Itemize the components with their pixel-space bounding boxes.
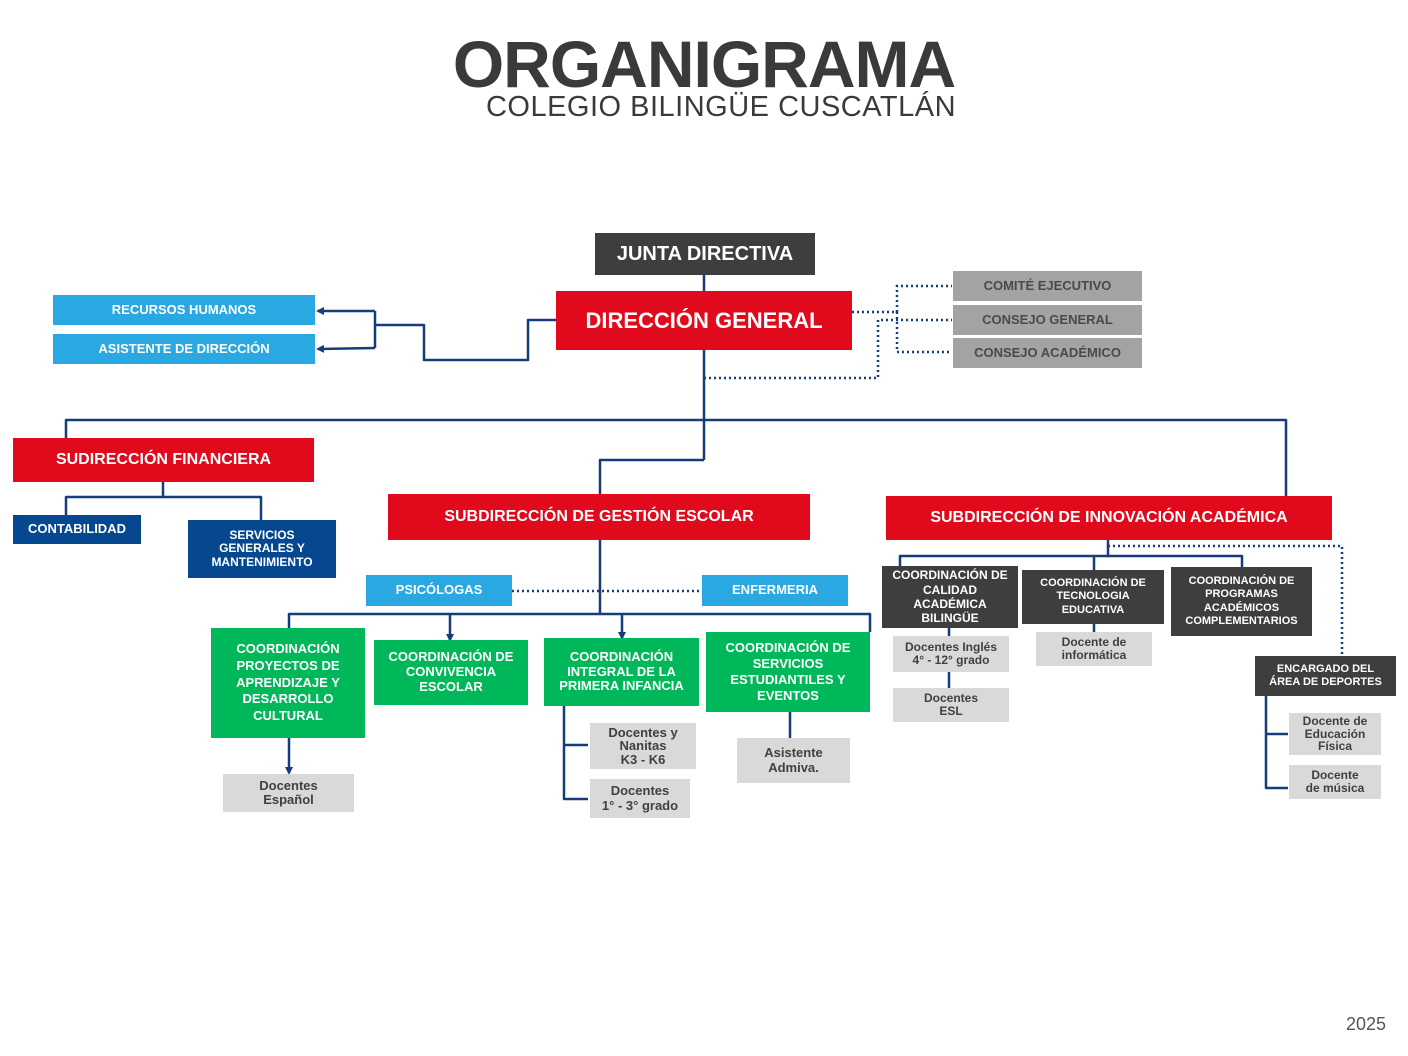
coordinacion-programas-box: COORDINACIÓN DE PROGRAMAS ACADÉMICOS COM… — [1171, 567, 1312, 636]
docentes-grado-box: Docentes 1° - 3° grado — [590, 779, 690, 818]
docente-musica-box: Docente de música — [1289, 765, 1381, 799]
comite-ejecutivo-box: COMITÉ EJECUTIVO — [953, 271, 1142, 301]
coordinacion-tecnologia-box: COORDINACIÓN DE TECNOLOGIA EDUCATIVA — [1022, 570, 1164, 624]
coordinacion-calidad-box: COORDINACIÓN DE CALIDAD ACADÉMICA BILING… — [882, 566, 1018, 628]
coordinacion-convivencia-box: COORDINACIÓN DE CONVIVENCIA ESCOLAR — [374, 640, 528, 705]
consejo-academico-box: CONSEJO ACADÉMICO — [953, 338, 1142, 368]
page-title: ORGANIGRAMA — [452, 27, 956, 101]
coordinacion-servicios-estudiantiles-box: COORDINACIÓN DE SERVICIOS ESTUDIANTILES … — [706, 632, 870, 712]
year-label: 2025 — [1345, 1014, 1386, 1034]
subdireccion-gestion-escolar-box: SUBDIRECCIÓN DE GESTIÓN ESCOLAR — [388, 494, 810, 540]
encargado-deportes-box: ENCARGADO DEL ÁREA DE DEPORTES — [1255, 656, 1396, 696]
consejo-general-box: CONSEJO GENERAL — [953, 305, 1142, 335]
docente-informatica-box: Docente de informática — [1036, 632, 1152, 666]
page-subtitle: COLEGIO BILINGÜE CUSCATLÁN — [485, 91, 957, 123]
docentes-espanol-box: Docentes Español — [223, 774, 354, 812]
subdireccion-financiera-box: SUDIRECCIÓN FINANCIERA — [13, 438, 314, 482]
enfermeria-box: ENFERMERIA — [702, 575, 848, 606]
docentes-ingles-box: Docentes Inglés 4° - 12° grado — [893, 636, 1009, 672]
recursos-humanos-box: RECURSOS HUMANOS — [53, 295, 315, 325]
docentes-esl-box: Docentes ESL — [893, 688, 1009, 722]
docente-educacion-fisica-box: Docente de Educación Física — [1289, 713, 1381, 755]
servicios-generales-box: SERVICIOS GENERALES Y MANTENIMIENTO — [188, 520, 336, 578]
coordinacion-primera-infancia-box: COORDINACIÓN INTEGRAL DE LA PRIMERA INFA… — [544, 638, 699, 706]
psicologas-box: PSICÓLOGAS — [366, 575, 512, 606]
subdireccion-innovacion-academica-box: SUBDIRECCIÓN DE INNOVACIÓN ACADÉMICA — [886, 496, 1332, 540]
docentes-nanitas-box: Docentes y Nanitas K3 - K6 — [590, 723, 696, 769]
direccion-general-box: DIRECCIÓN GENERAL — [556, 291, 852, 350]
asistente-admiva-box: Asistente Admiva. — [737, 738, 850, 783]
contabilidad-box: CONTABILIDAD — [13, 515, 141, 544]
asistente-direccion-box: ASISTENTE DE DIRECCIÓN — [53, 334, 315, 364]
junta-directiva-box: JUNTA DIRECTIVA — [595, 233, 815, 275]
coordinacion-proyectos-box: COORDINACIÓN PROYECTOS DE APRENDIZAJE Y … — [211, 628, 365, 738]
